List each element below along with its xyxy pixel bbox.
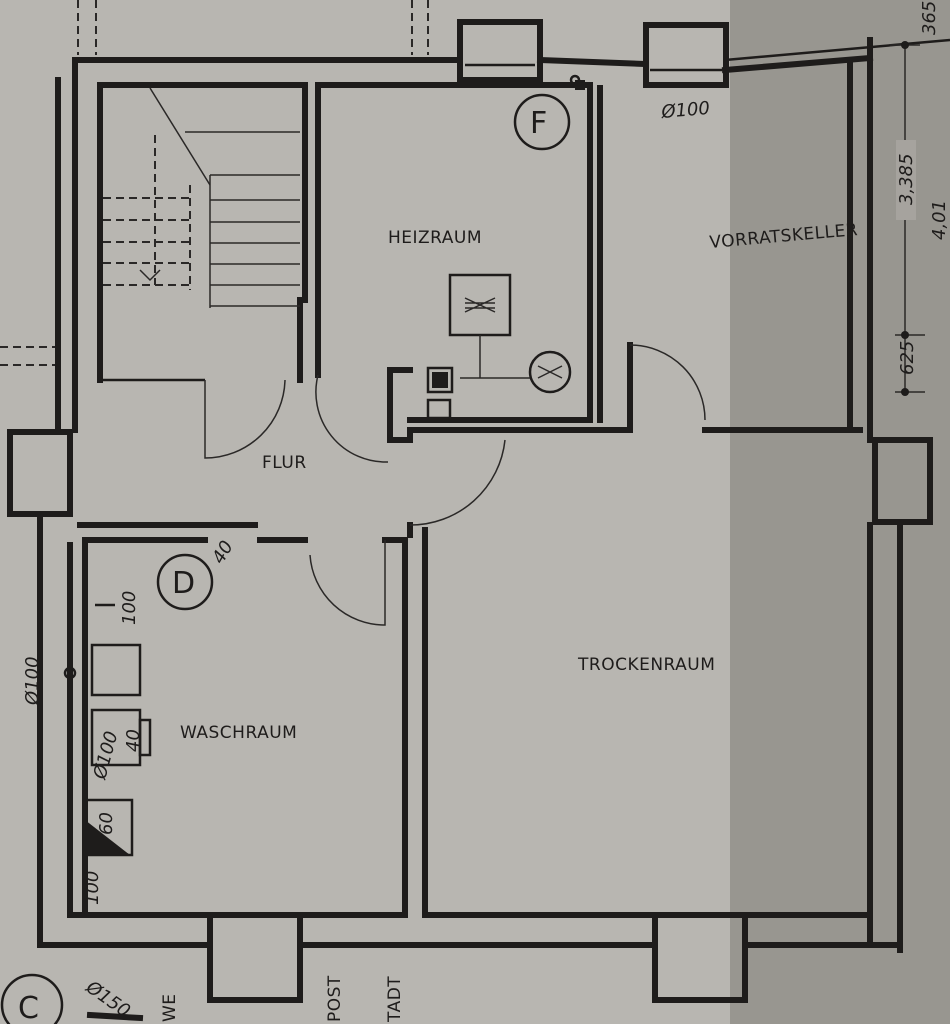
room-label-flur: FLUR: [262, 453, 307, 473]
outer-walls: [37, 37, 950, 953]
marker-c: C: [0, 973, 64, 1024]
annotation-100-bottom: 100: [82, 871, 103, 905]
heating-equipment: [426, 74, 585, 420]
pipe-line: [86, 1011, 144, 1022]
annotation-pipe-left: Ø100: [22, 656, 43, 706]
svg-text:C: C: [18, 991, 39, 1024]
dimension-625: 625: [897, 341, 918, 375]
doors: [204, 344, 706, 626]
dimension-3385: 3,385: [896, 153, 917, 205]
staircase: [103, 87, 300, 308]
room-label-trockenraum: TROCKENRAUM: [577, 655, 715, 675]
inner-walls: [67, 57, 873, 918]
paper-shadow: [730, 0, 950, 1024]
annotation-pipe-vorrat: Ø100: [660, 98, 711, 123]
window-recesses: [7, 19, 933, 1003]
bottom-label-we: WE: [160, 993, 180, 1022]
dimension-401: 4,01: [929, 200, 950, 240]
dashed-lines: [0, 0, 429, 366]
marker-d: D: [156, 553, 214, 611]
svg-text:F: F: [530, 106, 547, 141]
marker-f: F: [513, 93, 571, 151]
annotation-100-top: 100: [119, 591, 140, 625]
room-label-heizraum: HEIZRAUM: [388, 228, 482, 248]
dimension-365: 365: [919, 1, 940, 35]
svg-text:D: D: [172, 566, 195, 601]
annotation-40: 40: [123, 729, 144, 752]
room-label-waschraum: WASCHRAUM: [180, 723, 297, 743]
bottom-label-post: POST: [325, 975, 345, 1022]
dimension-label-bg: [896, 140, 916, 220]
bottom-label-stadt: TADT: [385, 976, 405, 1023]
annotation-60: 60: [96, 812, 117, 835]
wash-fixtures: [63, 603, 152, 857]
